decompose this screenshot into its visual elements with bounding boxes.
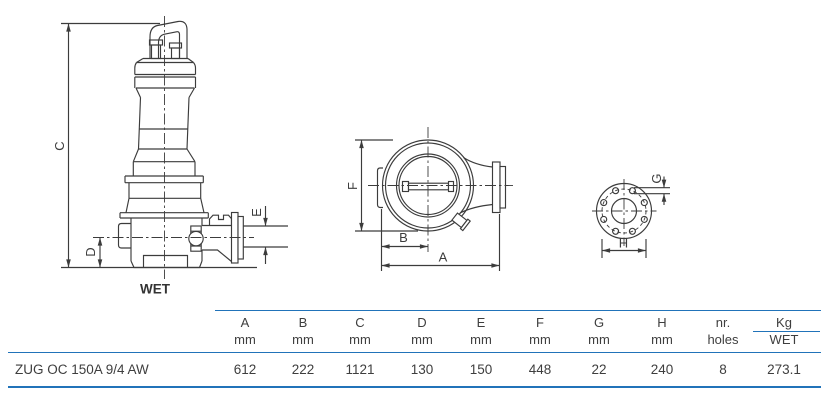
dim-h: H [601, 236, 647, 258]
dim-g: G [634, 173, 670, 205]
column-header: D [417, 315, 427, 330]
column-header: A [240, 315, 250, 330]
dim-label-d: D [83, 247, 98, 256]
dim-e: E [243, 206, 288, 264]
column-a: A mm 612 [211, 310, 279, 390]
value-b: 222 [291, 362, 315, 377]
column-header: H [657, 315, 667, 330]
dim-label-f: F [345, 182, 360, 190]
impeller-bar [401, 180, 455, 193]
value-g: 22 [591, 362, 607, 377]
ear-bracket [208, 214, 233, 226]
column-unit: mm [234, 332, 256, 347]
column-b: B mm 222 [269, 310, 337, 390]
table-header-rule [8, 351, 821, 354]
column-kg: Kg WET 273.1 [750, 310, 818, 390]
column-header: F [536, 315, 544, 330]
value-h: 240 [650, 362, 674, 377]
column-unit: mm [529, 332, 551, 347]
table-bottom-rule [8, 386, 821, 388]
value-e: 150 [469, 362, 493, 377]
side-tab [376, 167, 383, 209]
dim-c: C [52, 22, 257, 269]
column-e: E mm 150 [447, 310, 515, 390]
dim-a: A [381, 214, 501, 271]
dim-label-c: C [52, 141, 67, 150]
wet-caption: WET [140, 282, 171, 297]
kg-underline [753, 330, 820, 332]
motor-body [124, 57, 205, 213]
column-header: B [298, 315, 308, 330]
bolt-holes [600, 187, 648, 235]
discharge-port [459, 157, 507, 214]
table-top-rule [215, 309, 821, 312]
column-header: E [476, 315, 486, 330]
column-g: G mm 22 [565, 310, 633, 390]
column-c: C mm 1121 [326, 310, 394, 390]
column-unit: holes [707, 332, 739, 347]
dim-b: B [380, 209, 429, 271]
dim-label-b: B [399, 230, 408, 245]
column-unit: mm [651, 332, 673, 347]
dim-label-e: E [249, 208, 264, 217]
column-d: D mm 130 [388, 310, 456, 390]
value-f: 448 [528, 362, 552, 377]
left-lug [117, 222, 131, 249]
vent-plug [451, 212, 472, 232]
column-unit: mm [411, 332, 433, 347]
column-unit: mm [470, 332, 492, 347]
value-holes: 8 [719, 362, 727, 377]
column-header: Kg [776, 315, 792, 330]
dim-label-g: G [649, 173, 664, 183]
column-header: C [355, 315, 365, 330]
pump-side-view-drawing: C D E WET [52, 16, 288, 297]
value-kg: 273.1 [767, 362, 801, 377]
value-a: 612 [233, 362, 257, 377]
dim-d: D [83, 237, 103, 268]
column-header: G [593, 315, 605, 330]
value-c: 1121 [345, 362, 375, 377]
dim-label-a: A [439, 250, 448, 265]
column-header: nr. [715, 315, 731, 330]
column-unit: mm [349, 332, 371, 347]
column-unit: mm [292, 332, 314, 347]
model-name: ZUG OC 150A 9/4 AW [15, 362, 149, 377]
column-f: F mm 448 [506, 310, 574, 390]
value-d: 130 [410, 362, 434, 377]
column-holes: nr. holes 8 [689, 310, 757, 390]
volute-top-view-drawing: F B A [345, 127, 513, 271]
column-unit: WET [769, 332, 799, 347]
flange-face-view-drawing: H G [592, 173, 670, 258]
dim-f: F [345, 139, 418, 232]
handle-outline [149, 20, 188, 59]
column-unit: mm [588, 332, 610, 347]
dim-label-h: H [619, 236, 628, 251]
column-h: H mm 240 [628, 310, 696, 390]
